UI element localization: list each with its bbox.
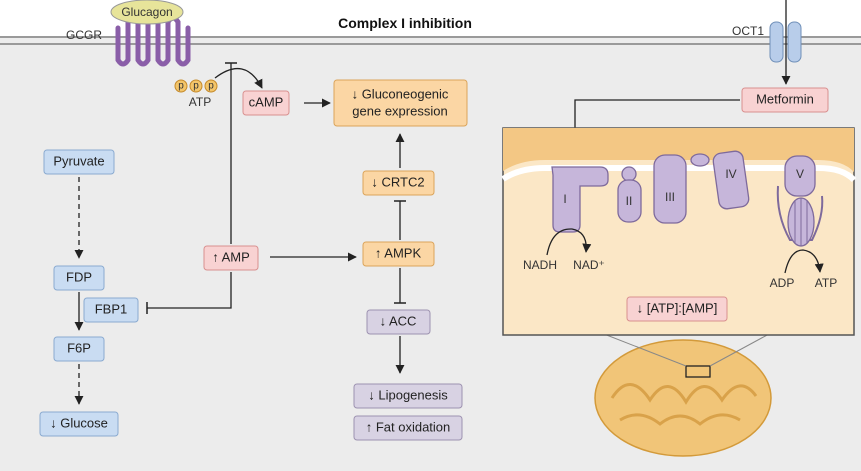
fat-oxidation-box	[353, 415, 463, 441]
glucagon-ligand	[110, 0, 184, 25]
phosphate-2-label: p	[193, 81, 199, 92]
metformin-box	[741, 87, 829, 113]
complex-v-label: V	[796, 167, 804, 181]
fdp-label: FDP	[66, 269, 92, 284]
complex-ii-label: II	[626, 194, 633, 208]
zoom-region-marker	[685, 365, 711, 378]
oct1-transporter	[769, 21, 802, 63]
gluconeogenic-label-line1: ↓ Gluconeogenic	[352, 86, 449, 101]
atp-label-mito: ATP	[815, 276, 837, 290]
complex-ii	[617, 179, 642, 223]
atp-amp-ratio-box	[626, 296, 728, 322]
amp-inhibits-fbp1-line	[147, 272, 232, 309]
camp-box	[242, 90, 290, 116]
camp-label: cAMP	[249, 94, 284, 109]
atp-to-camp-arrow	[214, 67, 263, 89]
fat-oxidation-label: ↑ Fat oxidation	[366, 419, 451, 434]
intermembrane-space	[503, 128, 854, 172]
phosphate-2	[189, 79, 203, 93]
mitochondrion-illustration	[594, 339, 772, 457]
glucose-label: ↓ Glucose	[50, 415, 108, 430]
nadh-label: NADH	[523, 258, 557, 272]
lipogenesis-box	[353, 383, 463, 409]
adp-label: ADP	[770, 276, 795, 290]
nadh-to-nad-arrow	[546, 228, 592, 256]
pyruvate-box	[43, 149, 115, 175]
atp-label-receptor: ATP	[189, 95, 211, 109]
f6p-label: F6P	[67, 340, 91, 355]
phosphate-3	[204, 79, 218, 93]
crtc2-box	[362, 170, 435, 196]
lipogenesis-label: ↓ Lipogenesis	[368, 387, 448, 402]
ampk-box	[362, 241, 435, 267]
adp-to-atp-arrow	[784, 249, 824, 274]
complex-iii	[653, 154, 687, 224]
cytochrome-c	[690, 153, 710, 167]
metformin-label: Metformin	[756, 91, 814, 106]
fdp-box	[53, 265, 105, 291]
gluconeogenic-label-line2: gene expression	[352, 103, 447, 118]
f6p-box	[53, 336, 105, 362]
glucose-box	[39, 411, 119, 437]
zoom-connector-left	[603, 333, 687, 367]
oct1-label: OCT1	[732, 24, 764, 38]
zoom-connector-right	[709, 333, 770, 367]
ampk-label: ↑ AMPK	[375, 245, 422, 260]
complex-iv-label: IV	[725, 167, 736, 181]
phosphate-1	[174, 79, 188, 93]
gluconeogenic-box	[333, 79, 468, 127]
atp-amp-ratio-label: ↓ [ATP]:[AMP]	[637, 300, 718, 315]
atp-phosphates: p p p	[174, 79, 218, 93]
amp-box	[203, 245, 259, 271]
fbp1-label: FBP1	[95, 301, 128, 316]
complex-ii-head	[621, 166, 637, 182]
phosphate-1-label: p	[178, 81, 184, 92]
acc-label: ↓ ACC	[380, 313, 417, 328]
phosphate-3-label: p	[208, 81, 214, 92]
crtc2-label: ↓ CRTC2	[371, 174, 424, 189]
complex-i	[551, 166, 609, 233]
complex-i-label: I	[563, 192, 566, 206]
pyruvate-label: Pyruvate	[53, 153, 104, 168]
fbp1-box	[83, 297, 139, 323]
amp-label: ↑ AMP	[212, 249, 250, 264]
complex-iv	[712, 150, 750, 210]
nad-label: NAD⁺	[573, 258, 605, 272]
diagram-title: Complex I inhibition	[338, 15, 472, 31]
complex-iii-label: III	[665, 190, 675, 204]
acc-box	[366, 309, 431, 335]
glucagon-label: Glucagon	[121, 5, 172, 19]
complex-v	[776, 155, 824, 247]
gcgr-label: GCGR	[66, 28, 102, 42]
